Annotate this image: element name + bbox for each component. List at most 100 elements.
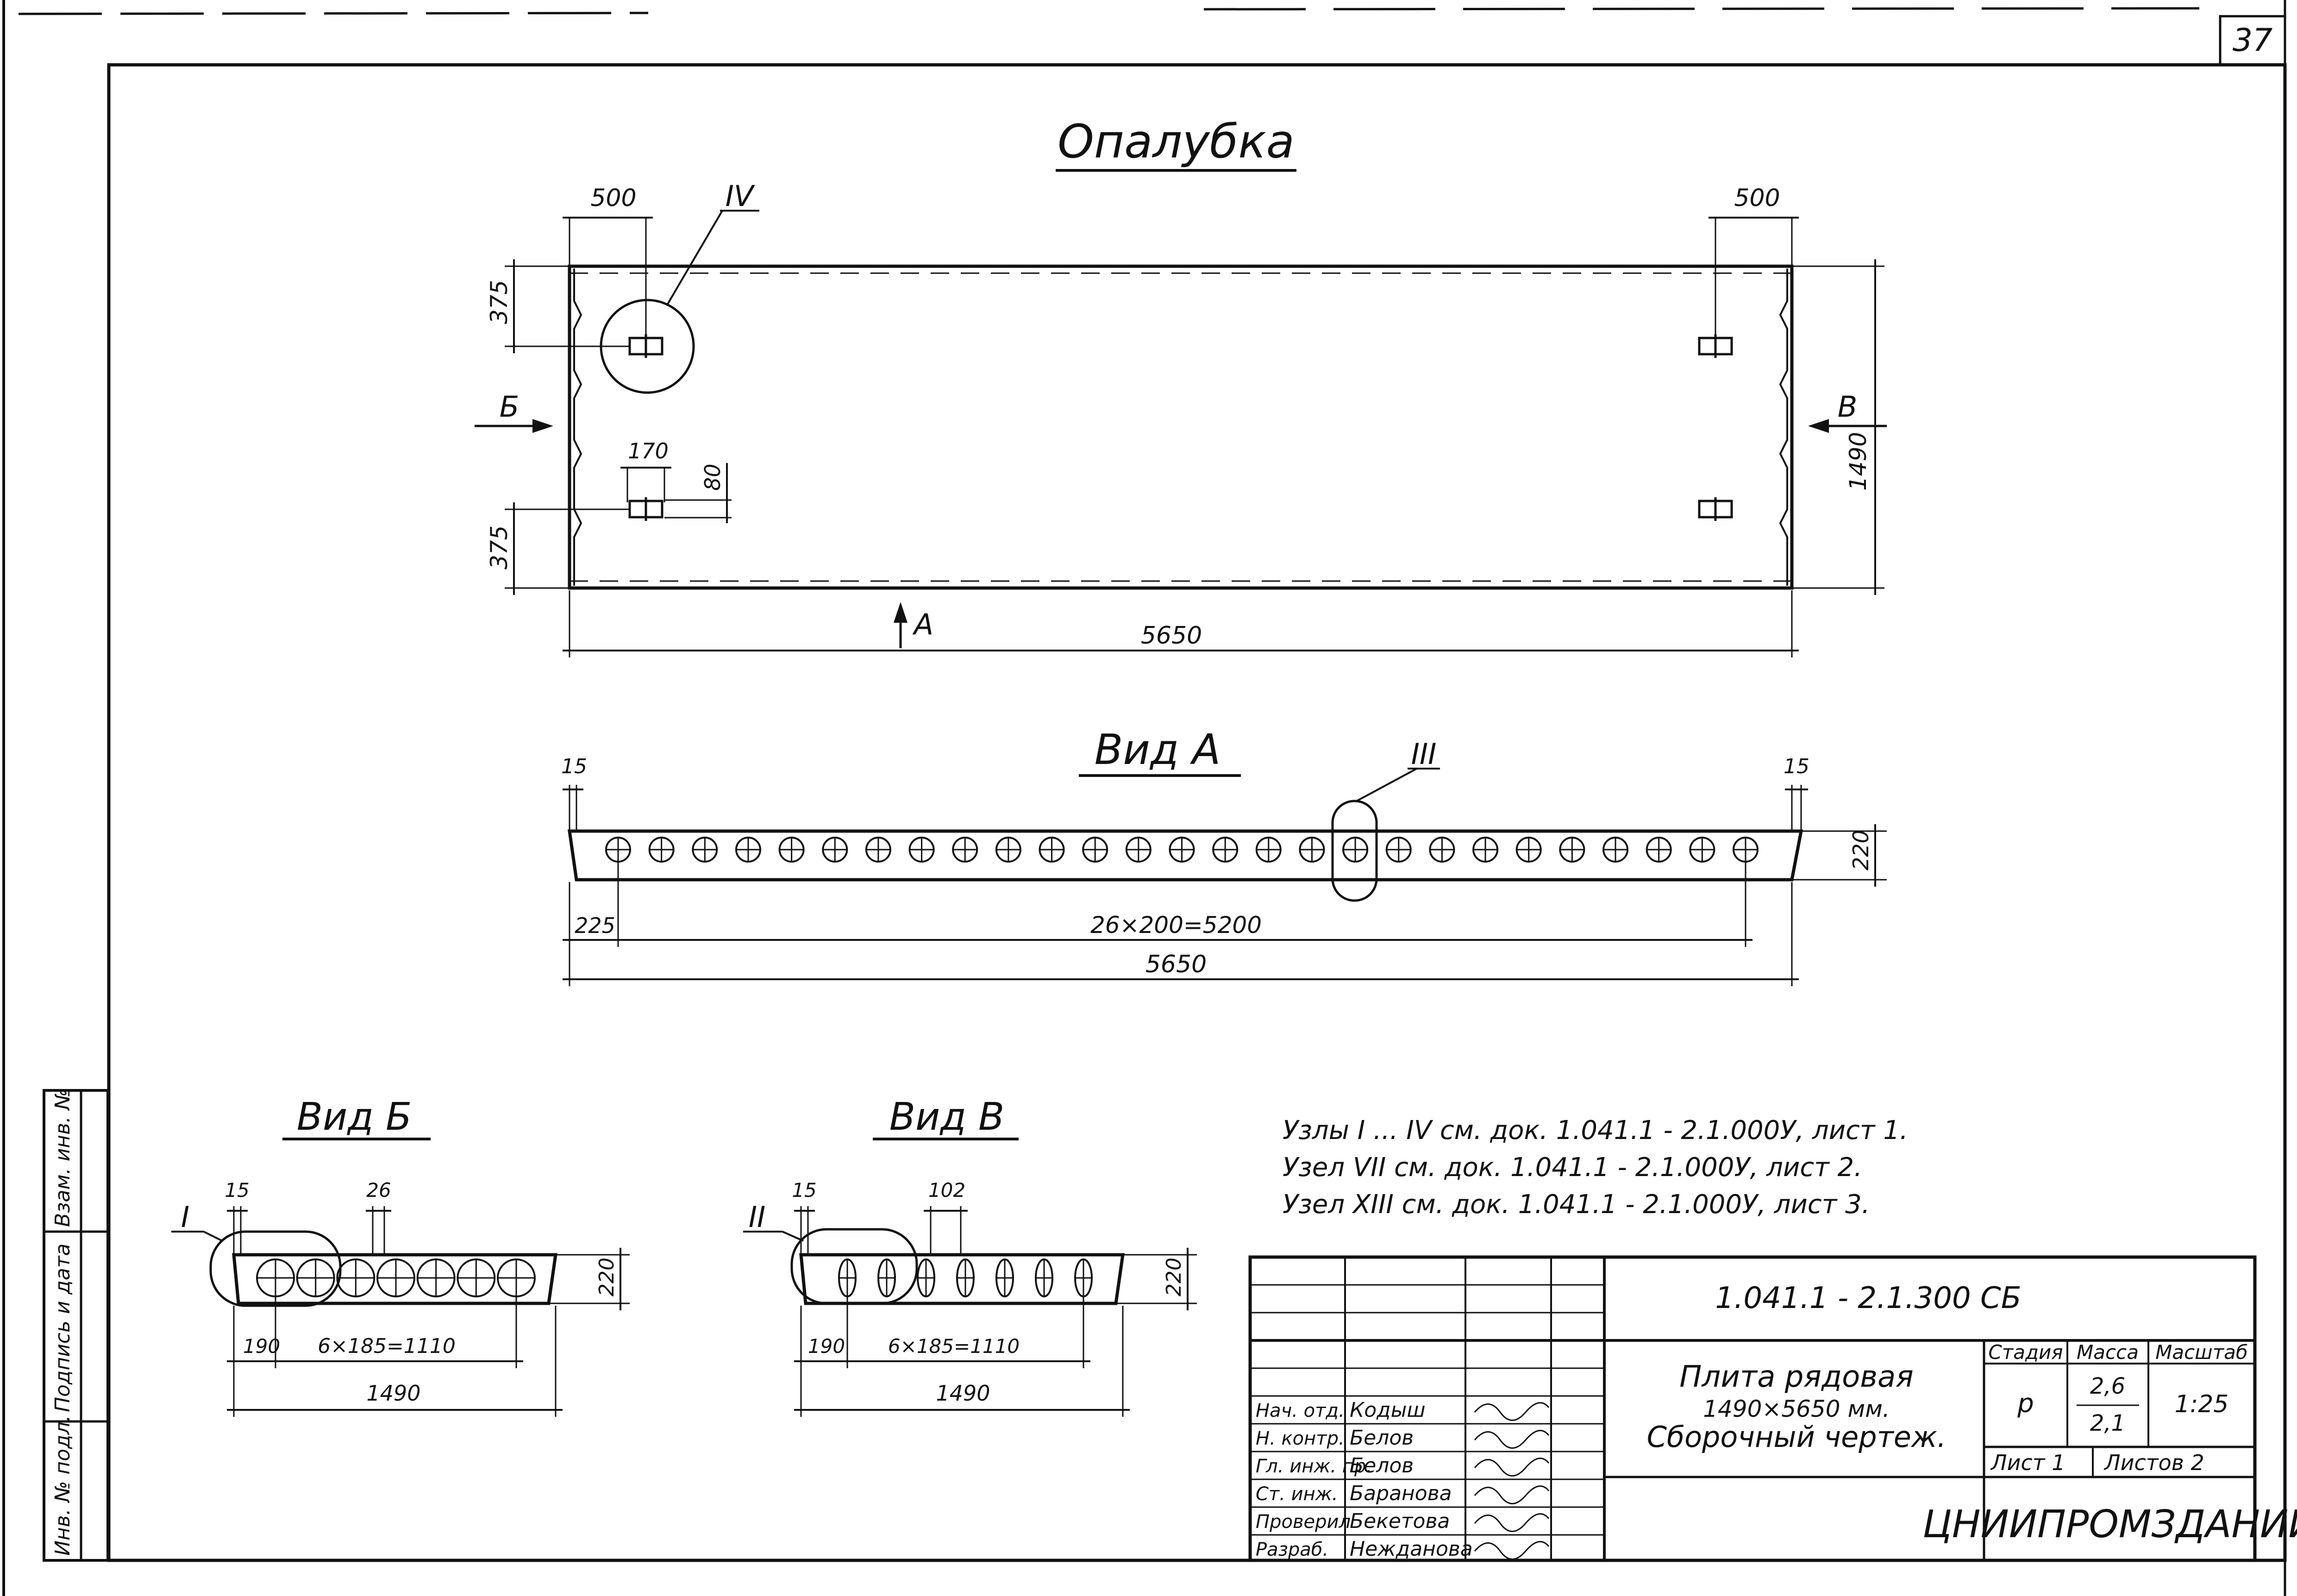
dim-side-bottom: 375 [486,526,513,570]
view-a-hole [1385,837,1412,863]
view-a-dimensions: 15 15 220 225 26×200=5200 5650 [561,755,1887,986]
node-iii-label: III [1411,737,1437,771]
scale-value: 1:25 [2175,1390,2229,1418]
sheet-label: Лист 1 [1990,1450,2065,1475]
signature-mark [1474,1458,1550,1477]
note-3: Узел XIII см. док. 1.041.1 - 2.1.000У, л… [1283,1189,1870,1220]
view-b-dimensions: 15 26 220 190 6×185=1110 1490 [225,1179,630,1417]
view-b-title: Вид Б [297,1095,412,1139]
title-block: 1.041.1 - 2.1.300 СБ Плита рядовая 1490×… [1248,1255,2297,1562]
dim-length: 5650 [1141,622,1202,650]
dim-slot-width: 80 [700,463,725,491]
view-v-hole [995,1258,1014,1297]
view-a-hole [735,837,761,863]
staff-name: Белов [1350,1454,1414,1477]
formwork-dimensions: 500 500 375 375 170 80 1490 [486,184,1884,657]
stage-value: р [2017,1389,2034,1419]
view-v-dim-thickness: 220 [1162,1258,1186,1296]
view-a-hole [1082,837,1108,863]
view-a-hole [1515,837,1542,863]
view-a-hole [1169,837,1195,863]
staff-name: Бекетова [1350,1509,1450,1533]
dim-top-left: 500 [590,184,636,212]
view-a-hole [1472,837,1499,863]
view-a-hole [995,837,1021,863]
side-stamp-signature: Подпись и дата [51,1244,75,1412]
view-a-hole [1429,837,1455,863]
node-ii-callout: II [743,1200,918,1305]
stage-header: Стадия [1988,1341,2063,1364]
view-a-hole [822,837,848,863]
notes: Узлы I ... IV см. док. 1.041.1 - 2.1.000… [1283,1115,1908,1220]
product-size: 1490×5650 мм. [1703,1396,1890,1422]
mass-bottom-value: 2,1 [2090,1410,2125,1436]
view-v-dim-first: 190 [808,1335,845,1358]
view-b-hole [376,1258,415,1297]
view-v-hole [1035,1258,1053,1297]
view-b-dim-edge: 15 [225,1179,249,1202]
note-1: Узлы I ... IV см. док. 1.041.1 - 2.1.000… [1283,1115,1908,1145]
staff-name: Белов [1350,1426,1414,1450]
staff-role: Нач. отд. [1256,1400,1345,1421]
signature-mark [1474,1485,1550,1504]
view-b-hole [416,1258,456,1297]
view-a-title: Вид А [1095,726,1221,774]
node-ii-label: II [749,1200,766,1234]
view-v-holes [838,1258,1093,1297]
formwork-title: Опалубка [1058,114,1295,169]
view-v: Вид В II 15 102 220 [743,1095,1197,1417]
view-b-hole [296,1258,335,1297]
dim-slot-length: 170 [628,438,669,463]
view-v-hole [877,1258,896,1297]
sheet-number: 37 [2233,22,2273,59]
view-v-dimensions: 15 102 220 190 6×185=1110 1490 [792,1179,1197,1417]
view-a-hole [1255,837,1282,863]
dim-top-right: 500 [1734,184,1780,212]
scale-header: Масштаб [2155,1341,2248,1364]
view-b-dim-holes: 6×185=1110 [318,1334,456,1358]
view-a-dim-edge-left: 15 [561,755,587,778]
staff-role: Н. контр. [1256,1428,1345,1449]
view-b-dim-width: 1490 [366,1381,420,1406]
signature-mark [1474,1402,1550,1421]
staff-role: Гл. инж. пр. [1256,1456,1372,1477]
node-i-label: I [181,1200,189,1234]
staff-role: Проверил [1256,1511,1351,1533]
side-stamp-inventory: Инв. № подл. [51,1415,75,1556]
view-a-hole [1039,837,1065,863]
mass-top-value: 2,6 [2090,1373,2125,1399]
view-b-dim-thickness: 220 [595,1258,619,1296]
document-code: 1.041.1 - 2.1.300 СБ [1715,1281,2021,1315]
view-v-dim-edge: 15 [792,1179,816,1202]
node-iv-callout: IV [600,179,759,394]
view-v-dim-gap: 102 [928,1179,965,1202]
view-a-hole [778,837,805,863]
signature-mark [1474,1513,1550,1532]
view-a-dim-length: 5650 [1145,951,1207,978]
view-a-hole [1299,837,1325,863]
view-a-hole [1212,837,1239,863]
view-v-dim-width: 1490 [936,1381,990,1406]
view-a-hole [1646,837,1672,863]
node-iii-callout: III [1331,737,1440,902]
view-b-dim-first: 190 [243,1335,280,1358]
dim-height: 1490 [1845,432,1871,491]
staff-name: Нежданова [1350,1537,1473,1561]
side-stamp-replacement: Взам. инв. № [51,1089,75,1227]
dim-side-top: 375 [486,280,513,324]
view-a-dim-thickness: 220 [1848,830,1873,870]
view-b-hole [336,1258,376,1297]
product-drawing-type: Сборочный чертеж. [1647,1420,1947,1454]
product-title: Плита рядовая [1679,1360,1913,1394]
view-a-hole [1342,837,1369,863]
view-a-hole [1559,837,1585,863]
note-2: Узел VII см. док. 1.041.1 - 2.1.000У, ли… [1283,1152,1862,1183]
side-stamp: Инв. № подл. Подпись и дата Взам. инв. № [43,1089,109,1562]
view-b: Вид Б I 15 26 220 [171,1095,630,1417]
staff-name: Кодыш [1350,1398,1426,1422]
view-v-hole [917,1258,935,1297]
view-a-hole [908,837,935,863]
